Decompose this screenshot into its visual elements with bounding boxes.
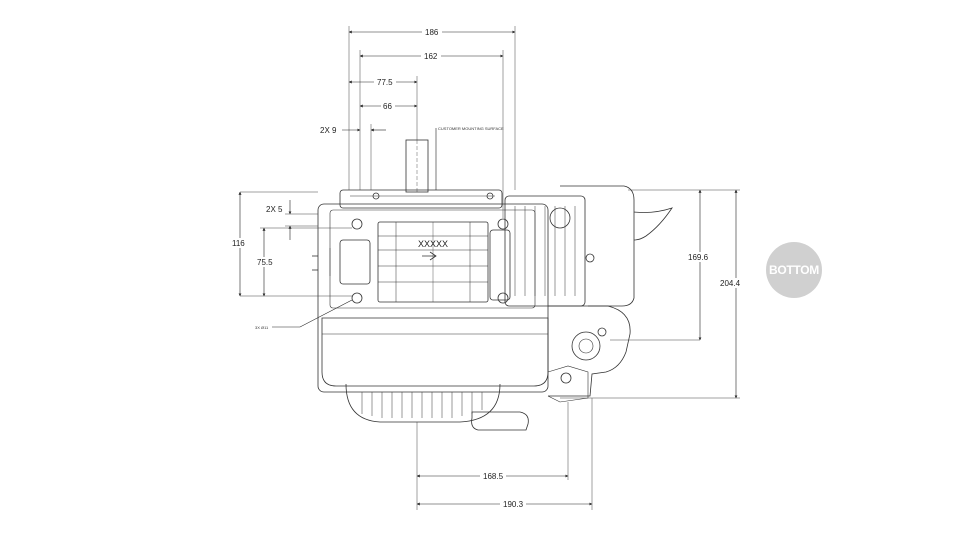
leader-hole-callout bbox=[272, 299, 353, 328]
direction-arrow-icon bbox=[422, 251, 437, 261]
dim-162: 162 bbox=[424, 52, 438, 61]
dim-66: 66 bbox=[383, 102, 392, 111]
governor-boss bbox=[571, 331, 601, 361]
dimension-labels: 186 162 77.5 66 2X 9 CUSTOMER MOUNTING S… bbox=[229, 27, 754, 509]
mount-hole bbox=[497, 292, 509, 304]
exhaust-guard bbox=[633, 207, 673, 241]
dim-77-5: 77.5 bbox=[377, 78, 393, 87]
side-cover bbox=[560, 185, 635, 307]
hole-callout: 3X Ø11 bbox=[255, 325, 269, 330]
dim-204-4: 204.4 bbox=[720, 279, 741, 288]
engine-outline bbox=[312, 139, 673, 431]
dim-75-5: 75.5 bbox=[257, 258, 273, 267]
cylinder-head bbox=[504, 195, 586, 307]
mount-hole bbox=[351, 292, 363, 304]
mount-hole bbox=[351, 218, 363, 230]
dim-116: 116 bbox=[232, 239, 245, 248]
dim-2x5: 2X 5 bbox=[266, 205, 283, 214]
starter-handle bbox=[471, 411, 529, 431]
fan-housing bbox=[345, 383, 501, 423]
engine-block bbox=[317, 203, 549, 393]
dim-169-6: 169.6 bbox=[688, 253, 709, 262]
mount-hole bbox=[497, 218, 509, 230]
dim-168-5: 168.5 bbox=[483, 472, 504, 481]
part-marking: XXXXX bbox=[418, 239, 448, 249]
dim-190-3: 190.3 bbox=[503, 500, 524, 509]
extension-lines bbox=[240, 26, 740, 510]
dim-2x9: 2X 9 bbox=[320, 126, 337, 135]
dim-186: 186 bbox=[425, 28, 439, 37]
view-label-badge: BOTTOM bbox=[766, 242, 822, 298]
mounting-surface-note: CUSTOMER MOUNTING SURFACE bbox=[438, 126, 504, 131]
top-flange bbox=[339, 189, 503, 209]
